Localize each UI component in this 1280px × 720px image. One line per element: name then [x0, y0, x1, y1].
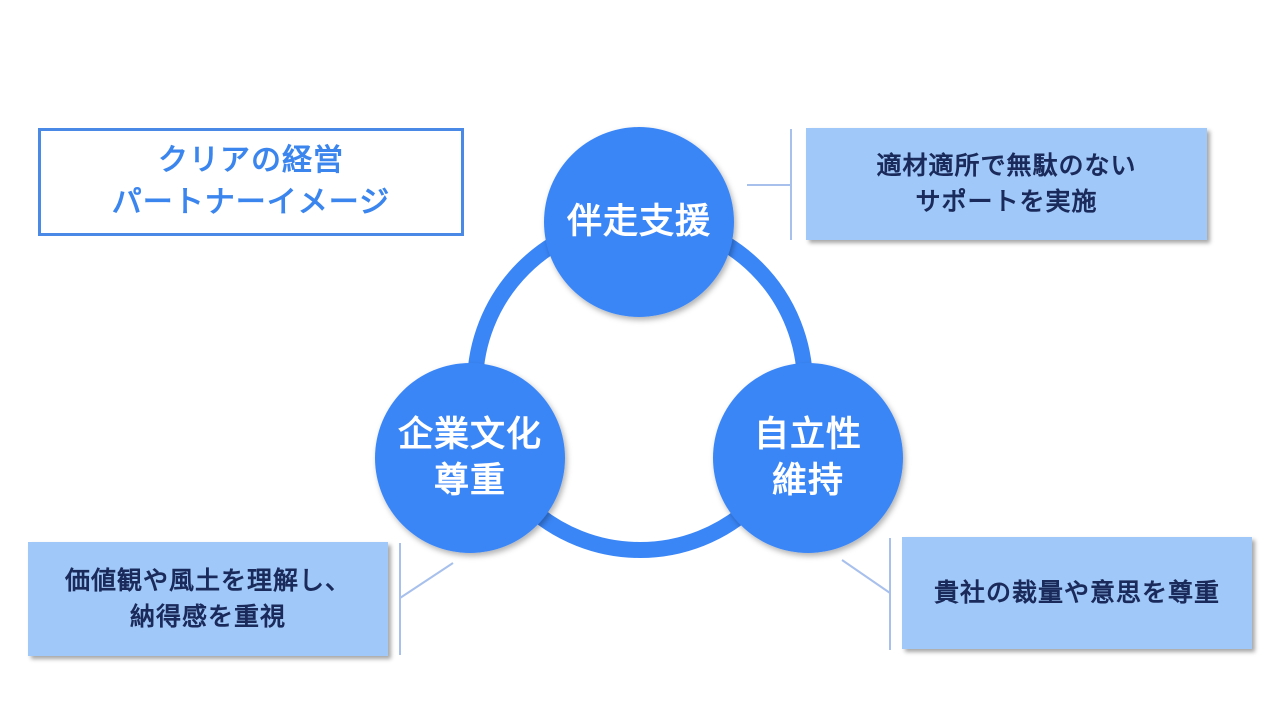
circle-left-text-1: 企業文化	[397, 415, 542, 455]
circle-left	[375, 363, 565, 553]
note-top-line-1: 適材適所で無駄のない	[876, 151, 1137, 180]
circle-label-top: 伴走支援	[544, 127, 734, 317]
note-right: 貴社の裁量や意思を尊重	[902, 537, 1252, 649]
connector-left-d	[399, 562, 454, 599]
circle-label-left: 企業文化 尊重	[375, 363, 565, 553]
circle-left-text-2: 尊重	[433, 461, 506, 501]
circle-top-text: 伴走支援	[566, 202, 711, 242]
title-line-1: クリアの経営	[158, 143, 344, 178]
note-top-line-2: サポートを実施	[915, 187, 1098, 216]
note-right-line-1: 貴社の裁量や意思を尊重	[933, 578, 1220, 607]
connector-right-d	[841, 559, 891, 594]
title-box: クリアの経営 パートナーイメージ	[38, 128, 464, 236]
note-left: 価値観や風土を理解し、 納得感を重視	[28, 542, 388, 656]
circle-top	[544, 127, 734, 317]
note-left-line-2: 納得感を重視	[129, 602, 286, 631]
note-left-line-1: 価値観や風土を理解し、	[64, 566, 351, 595]
circle-right-text-1: 自立性	[753, 415, 862, 455]
circle-label-right: 自立性 維持	[713, 363, 903, 553]
circle-right-text-2: 維持	[771, 461, 844, 501]
circle-right	[713, 363, 903, 553]
title-line-2: パートナーイメージ	[111, 185, 391, 220]
note-top: 適材適所で無駄のない サポートを実施	[806, 128, 1207, 240]
